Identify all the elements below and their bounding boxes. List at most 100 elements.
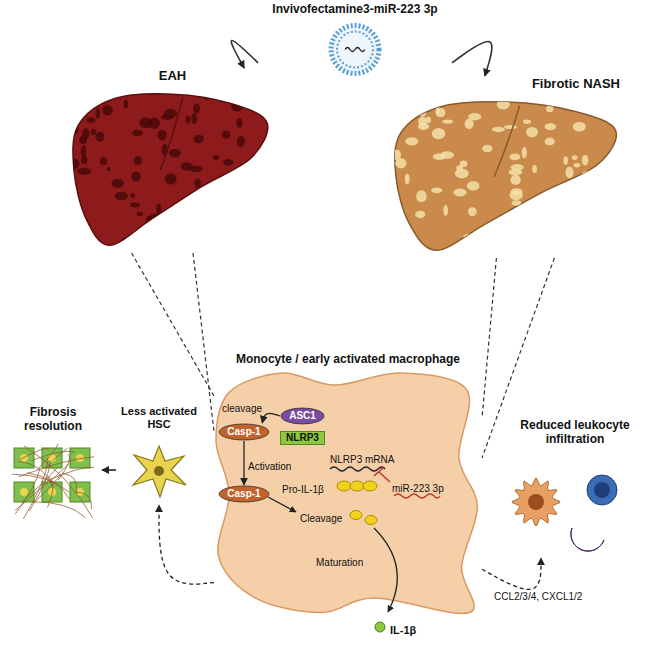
liver-spot bbox=[392, 150, 401, 160]
liver-spot bbox=[134, 156, 142, 165]
fibrosis-tissue bbox=[12, 444, 94, 519]
liver-spot bbox=[497, 99, 510, 110]
liver-spot bbox=[211, 182, 218, 192]
il1b-fragment bbox=[365, 516, 377, 525]
liver-spot bbox=[136, 212, 143, 216]
caspase-protein: Casp-1 bbox=[218, 485, 270, 503]
liver-spot bbox=[130, 193, 135, 198]
label-anchor: miR-223 3p bbox=[392, 478, 444, 496]
hepatocyte-nucleus bbox=[20, 488, 28, 496]
liver-spot bbox=[166, 215, 172, 221]
liver-spot bbox=[132, 130, 143, 136]
liver-spot bbox=[526, 217, 536, 227]
liver-spot bbox=[185, 116, 190, 124]
collagen-fiber bbox=[29, 460, 50, 511]
liver-spot bbox=[463, 234, 476, 239]
liver-spot bbox=[165, 173, 177, 184]
liver-spot bbox=[194, 179, 200, 188]
liver-spot bbox=[191, 113, 197, 124]
liver-spot bbox=[511, 200, 521, 205]
liver-spot bbox=[510, 216, 523, 221]
label-anchor: NLRP3 mRNA bbox=[330, 449, 394, 467]
liver-spot bbox=[189, 166, 202, 173]
liver-spot bbox=[584, 248, 596, 256]
hepatocyte bbox=[70, 448, 90, 468]
liver-spot bbox=[599, 250, 606, 255]
node-text: Reduced leukocyte infiltration bbox=[494, 418, 656, 447]
liver-spot bbox=[436, 107, 440, 115]
liver-spot bbox=[111, 179, 124, 188]
protein-outline bbox=[219, 486, 269, 502]
annotation-label: Activation bbox=[248, 461, 291, 473]
liver-spot bbox=[499, 229, 509, 234]
liver-spot bbox=[522, 147, 527, 159]
liver-spot bbox=[237, 136, 245, 148]
cell-membrane bbox=[216, 373, 477, 614]
liver-spot bbox=[213, 155, 219, 160]
liver-spot bbox=[572, 221, 576, 225]
liver-spot bbox=[510, 188, 522, 195]
liver-spot bbox=[509, 154, 520, 161]
liver-spot bbox=[158, 130, 167, 141]
node-text: Invivofectamine3-miR-223 3p bbox=[262, 2, 448, 16]
liver-spot bbox=[180, 210, 194, 218]
liver-spot bbox=[394, 201, 398, 206]
collagen-fiber bbox=[27, 473, 69, 500]
liver-spot bbox=[603, 213, 614, 225]
liver-spot bbox=[592, 246, 605, 252]
liver-spot bbox=[156, 204, 161, 215]
liver-eah-shape bbox=[70, 88, 275, 253]
liver-spot bbox=[230, 218, 237, 227]
liver-spot bbox=[583, 181, 596, 192]
collagen-fiber bbox=[62, 473, 76, 493]
liver-spot bbox=[236, 118, 243, 128]
collagen-fiber bbox=[37, 444, 58, 470]
liver-spot bbox=[522, 229, 529, 235]
macrophage-cell bbox=[512, 478, 560, 526]
protein-outline bbox=[281, 432, 325, 445]
liver-spot bbox=[71, 126, 79, 134]
edge-label-anchor: CCL2/3/4, CXCL1/2 bbox=[492, 586, 584, 604]
liver-spot bbox=[453, 188, 466, 196]
liver-spot bbox=[418, 107, 426, 117]
liver-spot bbox=[111, 89, 117, 98]
liver-spot bbox=[582, 155, 589, 166]
annotation-label: Maturation bbox=[316, 557, 363, 569]
liver-spot bbox=[443, 205, 448, 216]
annotation-label: miR-223 3p bbox=[392, 483, 444, 495]
liver-spot bbox=[526, 127, 538, 137]
liver-fissure bbox=[494, 106, 520, 177]
liver-spot bbox=[415, 211, 425, 218]
liver-spot bbox=[124, 100, 129, 109]
leukocyte-group: Reduced leukocyte infiltration bbox=[490, 418, 660, 558]
liver-spot bbox=[574, 201, 580, 213]
liver-spot bbox=[508, 169, 522, 175]
liver-nash: Fibrotic NASH bbox=[392, 76, 624, 258]
liver-spot bbox=[465, 119, 474, 130]
liver-spot bbox=[263, 100, 273, 110]
liver-spot bbox=[95, 108, 100, 119]
liver-spot bbox=[488, 91, 493, 102]
il1b-dot bbox=[375, 622, 385, 632]
collagen-fiber bbox=[58, 454, 69, 480]
liver-spot bbox=[167, 245, 172, 251]
liver-spot bbox=[107, 167, 111, 171]
pro-il1b bbox=[350, 481, 364, 491]
liver-spot bbox=[222, 131, 230, 139]
liver-spot bbox=[512, 222, 521, 231]
liver-spot bbox=[96, 132, 105, 142]
liver-spot bbox=[231, 240, 238, 250]
connector bbox=[231, 40, 258, 68]
liver-spot bbox=[102, 105, 113, 116]
node-text: Fibrotic NASH bbox=[396, 76, 620, 92]
hepatocyte-nucleus bbox=[20, 454, 28, 462]
liver-spot bbox=[131, 171, 141, 181]
liver-spot bbox=[496, 222, 500, 233]
liver-spot bbox=[81, 145, 87, 157]
liver-spot bbox=[209, 214, 220, 221]
liver-nash-shape bbox=[392, 96, 624, 258]
liver-spot bbox=[574, 163, 581, 168]
liver-spot bbox=[442, 119, 453, 123]
liver-spot bbox=[616, 249, 621, 260]
connector bbox=[452, 42, 492, 76]
